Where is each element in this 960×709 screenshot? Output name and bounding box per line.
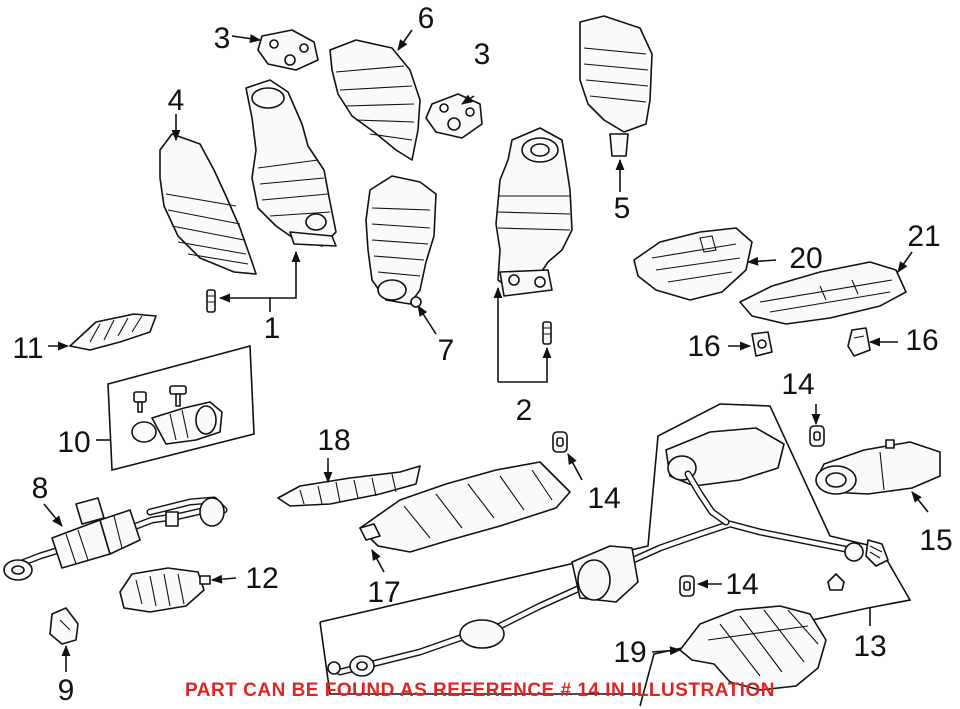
part-16-clip-left (751, 331, 773, 357)
ref-3-left: 3 (214, 22, 231, 55)
part-17-heat-shield (359, 461, 571, 553)
part-2-stud-bolt (542, 321, 552, 345)
reference-numbers: 3 3 4 6 5 7 1 2 20 21 16 16 11 10 8 12 9… (12, 2, 952, 707)
ref-6: 6 (418, 2, 435, 35)
part-12-heat-shield (119, 567, 211, 613)
ref-17: 17 (367, 576, 400, 609)
part-6-heat-shield (329, 39, 421, 161)
part-10-repair-kit (107, 344, 255, 472)
ref-15: 15 (919, 524, 952, 557)
ref-12: 12 (245, 562, 278, 595)
part-1-stud-bolt (206, 289, 216, 313)
leader-lines (43, 29, 929, 672)
part-3-gasket-left (257, 29, 319, 71)
part-7-heat-shield (365, 175, 437, 308)
part-11-heat-shield (69, 313, 157, 351)
part-19-heat-shield (679, 605, 827, 691)
ref-9: 9 (58, 674, 75, 707)
ref-11: 11 (12, 332, 43, 365)
part-5-heat-shield (579, 15, 653, 157)
ref-14-a: 14 (587, 482, 620, 515)
part-2-catalytic-converter (495, 127, 573, 297)
reference-note: PART CAN BE FOUND AS REFERENCE # 14 IN I… (185, 680, 775, 701)
ref-5: 5 (614, 192, 631, 225)
part-9-bracket (49, 607, 79, 645)
part-4-heat-shield (159, 133, 257, 275)
part-21-heat-shield (739, 261, 907, 325)
part-14-hanger-c (679, 575, 695, 597)
ref-1: 1 (264, 312, 281, 345)
ref-8: 8 (32, 472, 49, 505)
part-20-heat-shield (633, 227, 753, 301)
ref-14-c: 14 (725, 568, 758, 601)
ref-14-b: 14 (781, 368, 814, 401)
ref-18: 18 (317, 424, 350, 457)
part-1-catalytic-converter (245, 79, 337, 247)
part-15-muffler (815, 439, 941, 495)
ref-10: 10 (57, 426, 90, 459)
part-14-hanger-b (809, 425, 825, 447)
part-3-gasket-right (425, 93, 483, 139)
ref-21: 21 (907, 220, 940, 253)
part-16-clip-right (847, 327, 871, 357)
ref-2: 2 (516, 394, 533, 427)
ref-3-right: 3 (474, 38, 491, 71)
ref-16-left: 16 (687, 330, 720, 363)
ref-16-right: 16 (905, 324, 938, 357)
ref-13: 13 (853, 630, 886, 663)
ref-19: 19 (613, 636, 646, 669)
part-8-front-pipe (3, 496, 228, 581)
ref-20: 20 (789, 242, 822, 275)
ref-7: 7 (438, 334, 455, 367)
part-13-exhaust-system (319, 403, 912, 707)
part-14-hanger-a (552, 431, 568, 453)
ref-4: 4 (168, 84, 185, 117)
